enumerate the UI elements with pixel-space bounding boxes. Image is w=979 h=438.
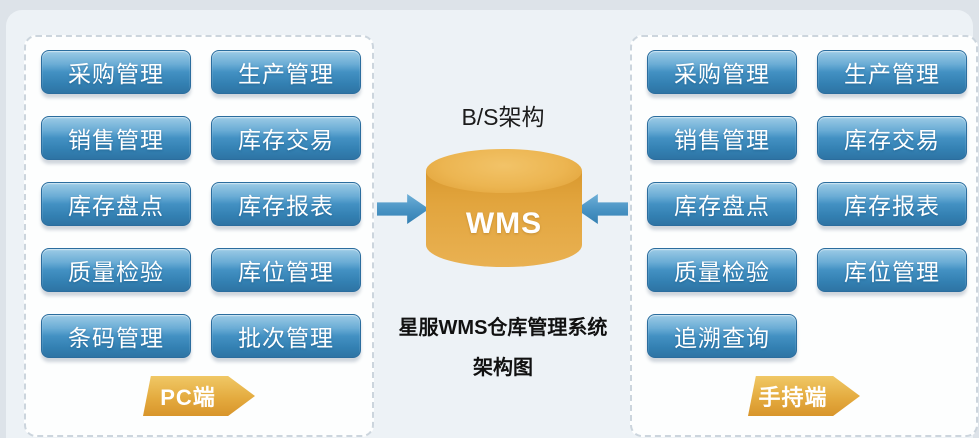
handheld-module-grid: 采购管理 生产管理 销售管理 库存交易 库存盘点 库存报表 质量检验 库位管理 … [632,37,976,358]
handheld-panel: 采购管理 生产管理 销售管理 库存交易 库存盘点 库存报表 质量检验 库位管理 … [630,35,978,437]
module-button: 采购管理 [647,50,797,94]
caption-line-2: 架构图 [473,357,533,379]
pc-tag-pennant: PC端 [143,376,255,416]
pc-panel: 采购管理 生产管理 销售管理 库存交易 库存盘点 库存报表 质量检验 库位管理 … [24,35,374,437]
module-button: 库位管理 [211,248,361,292]
module-button: 库存交易 [211,116,361,160]
module-button: 批次管理 [211,314,361,358]
module-button: 生产管理 [211,50,361,94]
module-button: 销售管理 [41,116,191,160]
handheld-tag-pennant: 手持端 [748,376,860,416]
module-button: 库存盘点 [647,182,797,226]
diagram-card: 采购管理 生产管理 销售管理 库存交易 库存盘点 库存报表 质量检验 库位管理 … [6,10,978,438]
module-button: 采购管理 [41,50,191,94]
module-button: 条码管理 [41,314,191,358]
module-button: 库存交易 [817,116,967,160]
module-button: 质量检验 [41,248,191,292]
module-button: 质量检验 [647,248,797,292]
module-button: 库存报表 [211,182,361,226]
caption-line-1: 星服WMS仓库管理系统 [398,317,608,339]
module-button: 销售管理 [647,116,797,160]
diagram-caption: 星服WMS仓库管理系统 架构图 [378,308,628,388]
module-button: 库存报表 [817,182,967,226]
cylinder-top [426,149,582,193]
module-button: 生产管理 [817,50,967,94]
bs-architecture-title: B/S架构 [461,104,545,130]
wms-label: WMS [465,207,543,240]
wms-database-cylinder: WMS [426,149,582,267]
arrow-left-icon [576,194,628,224]
module-button: 追溯查询 [647,314,797,358]
pc-module-grid: 采购管理 生产管理 销售管理 库存交易 库存盘点 库存报表 质量检验 库位管理 … [26,37,372,358]
module-button: 库存盘点 [41,182,191,226]
arrow-right-icon [377,194,429,224]
module-button: 库位管理 [817,248,967,292]
